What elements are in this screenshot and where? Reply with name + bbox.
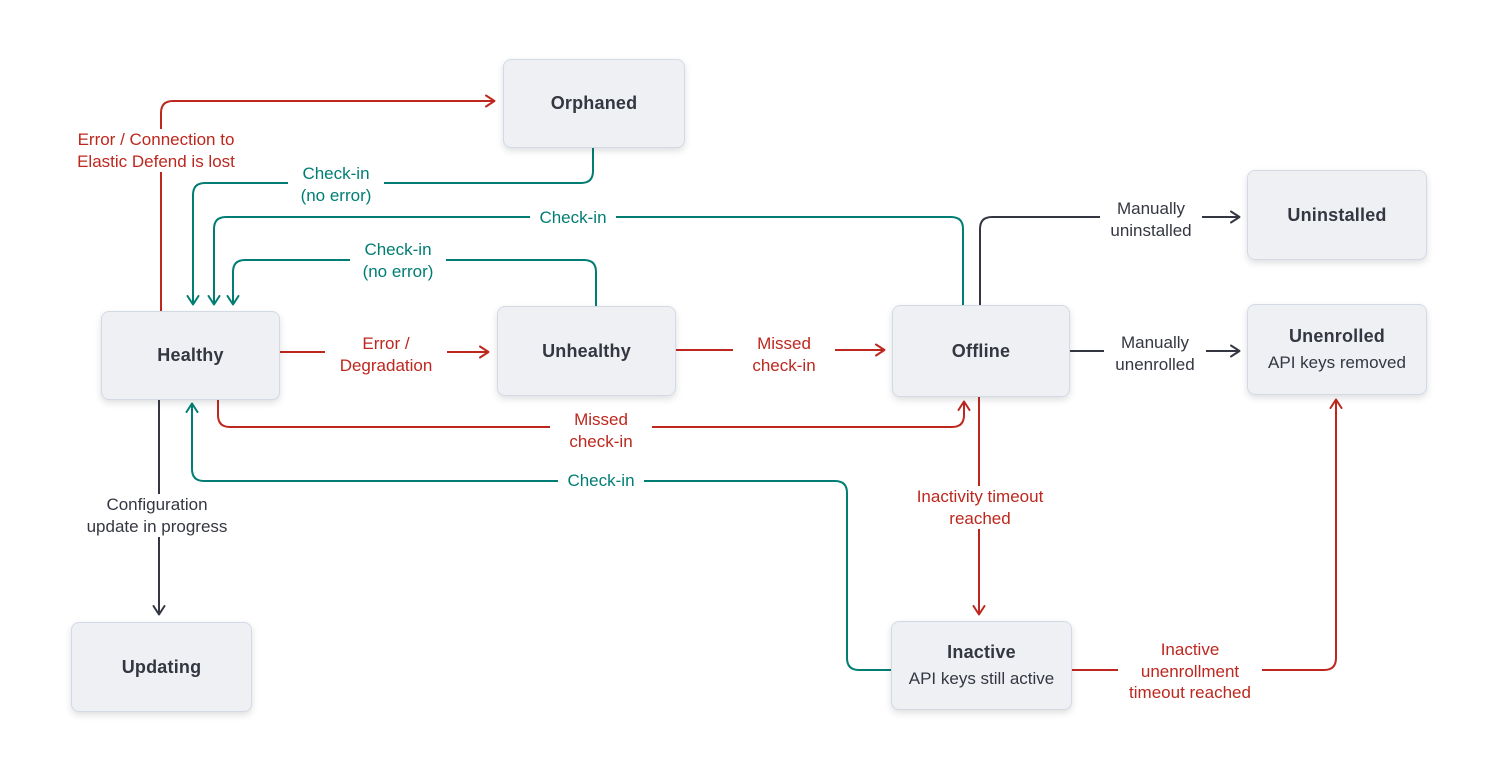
node-unenrolled-sublabel: API keys removed [1268,353,1406,372]
node-uninstalled-label: Uninstalled [1287,204,1387,225]
edge-orphaned-to-healthy [186,145,594,306]
node-inactive: Inactive API keys still active [891,621,1072,710]
edge-label-healthy-updating: Configuration update in progress [66,494,248,537]
edge-label-healthy-offline: Missed check-in [550,409,652,452]
node-unhealthy-label: Unhealthy [542,340,631,361]
edge-offline-to-uninstalled [979,210,1241,306]
edge-healthy-to-orphaned [160,94,496,312]
edge-label-healthy-orphaned: Error / Connection to Elastic Defend is … [54,129,258,172]
edge-inactive-to-healthy [185,402,892,671]
node-orphaned: Orphaned [503,59,685,148]
edge-label-orphaned-healthy: Check-in (no error) [288,163,384,206]
edge-label-unhealthy-healthy: Check-in (no error) [350,239,446,282]
edge-label-offline-healthy: Check-in [530,207,616,229]
edge-label-unhealthy-offline: Missed check-in [733,333,835,376]
edge-label-offline-uninstalled: Manually uninstalled [1100,198,1202,241]
node-orphaned-label: Orphaned [550,93,638,113]
node-healthy: Healthy [101,311,280,400]
node-updating-label: Updating [121,656,202,677]
node-updating: Updating [71,622,252,712]
node-uninstalled: Uninstalled [1247,170,1427,260]
edge-label-offline-unenrolled: Manually unenrolled [1104,332,1206,375]
node-offline: Offline [892,305,1070,397]
edge-label-offline-inactive: Inactivity timeout reached [908,486,1052,529]
node-unenrolled-label: Unenrolled [1288,326,1385,346]
edge-label-healthy-unhealthy: Error / Degradation [325,333,447,376]
node-offline-label: Offline [951,340,1011,361]
node-unhealthy: Unhealthy [497,306,676,396]
node-healthy-label: Healthy [157,345,224,365]
edge-label-inactive-healthy: Check-in [558,470,644,492]
edge-label-inactive-unenrolled: Inactive unenrollment timeout reached [1118,639,1262,704]
node-inactive-sublabel: API keys still active [908,669,1055,688]
node-inactive-label: Inactive [947,642,1016,662]
edge-inactive-to-unenrolled [1069,398,1343,671]
node-unenrolled: Unenrolled API keys removed [1247,304,1427,395]
